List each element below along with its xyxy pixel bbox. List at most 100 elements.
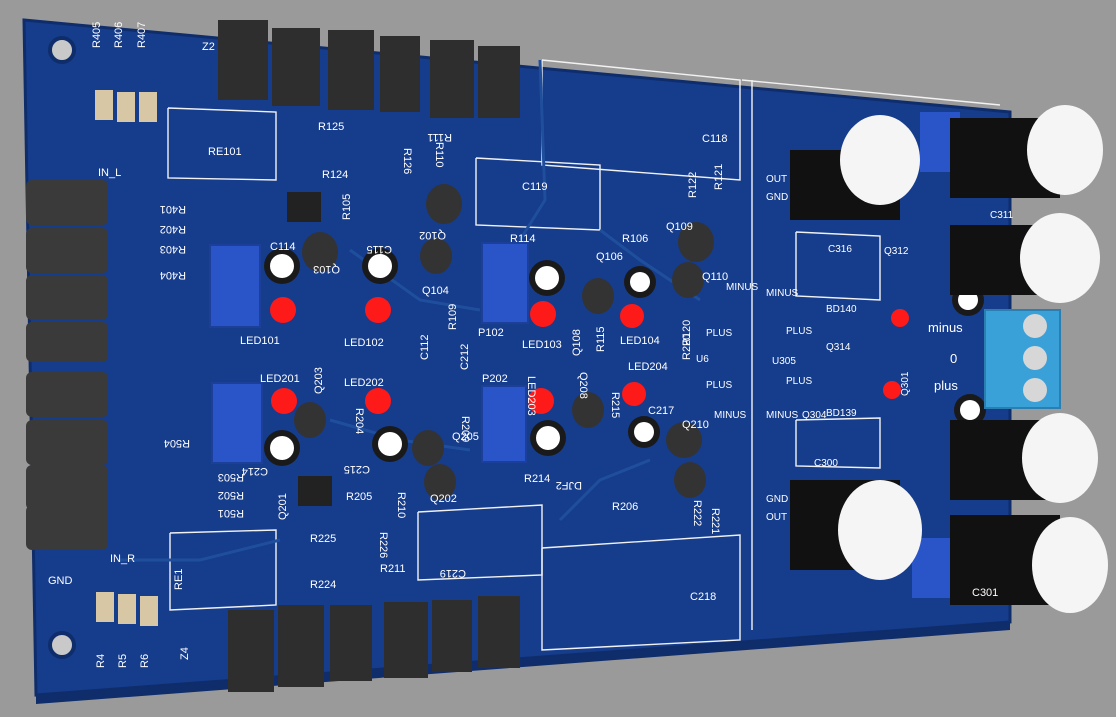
label-r5: R5 [117, 654, 129, 668]
label-led204: LED204 [628, 361, 668, 373]
resistor-icon [95, 90, 158, 626]
label-gnd: GND [48, 575, 73, 587]
label-c218: C218 [690, 591, 716, 603]
label-c301: C301 [972, 587, 998, 599]
label-r121: R121 [713, 164, 725, 190]
label-plus-4: PLUS [786, 376, 812, 387]
label-terminal-plus: plus [934, 378, 958, 393]
input-connectors-left [26, 180, 108, 550]
label-r122: R122 [687, 172, 699, 198]
label-c215: C215 [344, 463, 370, 475]
label-q110: Q110 [702, 271, 728, 283]
label-led201: LED201 [260, 373, 300, 385]
label-c114: C114 [270, 241, 295, 253]
label-u6: U6 [696, 354, 709, 365]
label-led202: LED202 [344, 377, 384, 389]
label-c112: C112 [419, 335, 431, 360]
label-r110: R110 [433, 142, 445, 167]
label-u305: U305 [772, 356, 796, 367]
label-led203: LED203 [525, 376, 537, 416]
label-minus-3: MINUS [714, 410, 747, 421]
label-r220: R220 [681, 334, 693, 360]
label-led101: LED101 [240, 335, 280, 347]
label-q312: Q312 [884, 246, 909, 257]
label-gnd-mid: GND [766, 494, 788, 505]
label-r215: R215 [609, 392, 621, 418]
label-r403: R403 [160, 243, 186, 255]
label-in-r: IN_R [110, 553, 135, 565]
label-r105: R105 [341, 194, 353, 220]
label-r209: R209 [459, 416, 471, 442]
label-r115: R115 [595, 327, 607, 352]
label-r224: R224 [310, 579, 336, 591]
label-r225: R225 [310, 533, 336, 545]
label-q201: Q201 [277, 493, 289, 520]
label-c300: C300 [814, 458, 838, 469]
label-minus-2: MINUS [766, 288, 799, 299]
label-r126: R126 [401, 148, 413, 174]
label-r406: R406 [113, 22, 125, 48]
label-minus-1: MINUS [726, 282, 759, 293]
power-transistors-top [218, 20, 520, 118]
label-q210: Q210 [682, 419, 709, 431]
label-bd140: BD140 [826, 304, 857, 315]
label-q304: Q304 [802, 410, 827, 421]
label-q106: Q106 [596, 251, 623, 263]
label-r503: R503 [218, 471, 244, 483]
label-r109: R109 [447, 304, 459, 330]
label-djf2: DJF2 [556, 479, 582, 491]
label-q203: Q203 [313, 367, 325, 394]
label-plus-1: PLUS [706, 328, 732, 339]
label-c217: C217 [648, 405, 674, 417]
label-r501: R501 [218, 507, 244, 519]
label-q202: Q202 [430, 493, 457, 505]
label-c119: C119 [522, 181, 547, 193]
label-r401: R401 [160, 203, 186, 215]
label-r221: R221 [709, 508, 721, 534]
label-c214: C214 [242, 465, 268, 477]
label-q104: Q104 [422, 285, 449, 297]
transistor-icon [294, 184, 714, 500]
label-r124: R124 [322, 169, 348, 181]
label-z4: Z4 [179, 647, 191, 660]
label-r226: R226 [377, 532, 389, 558]
label-r402: R402 [160, 223, 186, 235]
label-out-mid: OUT [766, 512, 787, 523]
led-icon [270, 297, 909, 414]
label-r407: R407 [136, 22, 148, 48]
label-r114: R114 [510, 233, 535, 245]
silkscreen-labels: R405 R406 R407 Z2 R125 R124 R126 R110 R1… [48, 22, 1014, 668]
label-c316: C316 [828, 244, 852, 255]
label-r206: R206 [612, 501, 638, 513]
label-q301: Q301 [900, 371, 911, 396]
label-terminal-minus: minus [928, 320, 963, 335]
label-in-l: IN_L [98, 167, 121, 179]
label-r405: R405 [91, 22, 103, 48]
label-r4: R4 [95, 654, 107, 668]
label-p102: P102 [478, 327, 504, 339]
electrolytic-capacitor-icon [790, 105, 1108, 613]
label-q314: Q314 [826, 342, 851, 353]
label-q109: Q109 [666, 221, 693, 233]
label-r6: R6 [139, 654, 151, 668]
label-re101: RE101 [208, 146, 242, 158]
label-z2: Z2 [202, 41, 215, 53]
label-r204: R204 [353, 408, 365, 434]
label-out-top: OUT [766, 174, 787, 185]
label-q205: Q205 [452, 431, 479, 443]
label-c212: C212 [459, 344, 471, 370]
label-q102: Q102 [419, 229, 446, 241]
label-plus-2: PLUS [786, 326, 812, 337]
label-gnd-top: GND [766, 192, 788, 203]
power-transistors-bottom [228, 596, 520, 692]
label-r125: R125 [318, 121, 344, 133]
label-led104: LED104 [620, 335, 660, 347]
label-r120: R120 [681, 320, 693, 346]
label-re201: RE1 [173, 569, 185, 590]
label-c219: C219 [440, 567, 466, 579]
label-r214: R214 [524, 473, 550, 485]
label-r222: R222 [691, 500, 703, 526]
label-r210: R210 [395, 492, 407, 518]
